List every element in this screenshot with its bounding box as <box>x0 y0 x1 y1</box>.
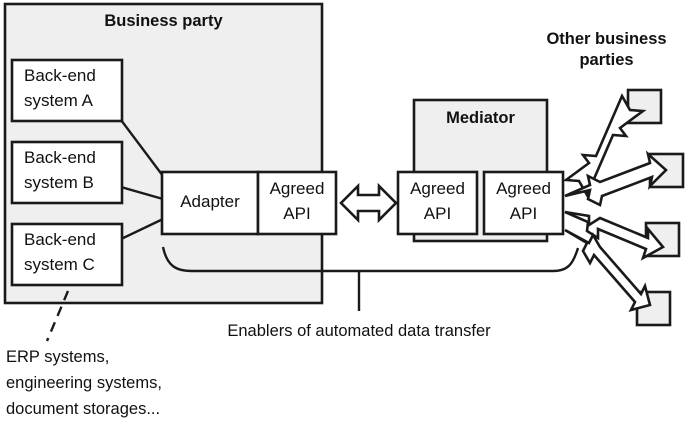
bidirectional-arrow-party-mediator <box>339 182 398 224</box>
backend-annotation-leader <box>45 290 70 342</box>
backend-system-a-box[interactable] <box>10 58 124 123</box>
bidirectional-arrow-to-other-party-3 <box>564 210 666 261</box>
bidirectional-arrow-to-other-party-1 <box>562 93 647 198</box>
connector-backend-a-to-adapter <box>120 119 164 177</box>
enablers-bracket-line <box>161 246 580 273</box>
mediator-agreed-api-left-box[interactable] <box>396 170 479 236</box>
connector-backend-c-to-adapter <box>120 217 164 241</box>
party-agreed-api-box[interactable] <box>256 170 338 236</box>
backend-system-c-box[interactable] <box>10 222 124 287</box>
mediator-agreed-api-right-box[interactable] <box>482 170 565 236</box>
bidirectional-arrow-to-other-party-2 <box>564 150 668 207</box>
connector-backend-b-to-adapter <box>120 185 164 201</box>
backend-system-b-box[interactable] <box>10 140 124 205</box>
bidirectional-arrow-to-other-party-4 <box>564 228 652 312</box>
adapter-box[interactable] <box>160 170 260 236</box>
